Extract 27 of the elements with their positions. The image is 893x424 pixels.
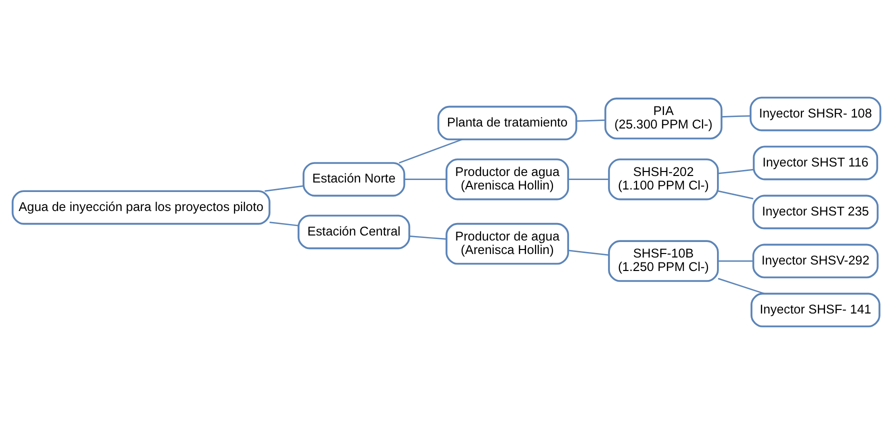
- node-box: Planta de tratamiento: [437, 106, 578, 140]
- connector: [270, 222, 298, 226]
- node-box: Inyector SHSF- 141: [750, 292, 880, 328]
- connector: [264, 185, 304, 192]
- node-box: Productor de agua (Arenisca Hollin): [446, 222, 570, 265]
- connector: [718, 168, 754, 174]
- connector: [410, 236, 446, 240]
- node-box: Inyector SHST 116: [752, 146, 878, 180]
- node-box: Productor de agua (Arenisca Hollin): [446, 158, 570, 200]
- node-box: Estación Central: [298, 214, 410, 250]
- connector: [718, 278, 765, 294]
- connector: [568, 250, 609, 256]
- node-box: Inyector SHSR- 108: [750, 96, 882, 132]
- connector: [576, 120, 606, 122]
- connector: [722, 115, 750, 118]
- connector: [404, 178, 446, 180]
- node-box: Estación Norte: [302, 162, 406, 197]
- node-box: PIA (25.300 PPM Cl-): [604, 98, 722, 140]
- node-box: SHSH-202 (1.100 PPM Cl-): [608, 158, 719, 200]
- connector: [718, 260, 754, 262]
- connector: [718, 190, 754, 200]
- node-box: Inyector SHST 235: [752, 194, 879, 230]
- connector: [568, 178, 609, 180]
- connector: [398, 138, 463, 164]
- node-box: SHSF-10B (1.250 PPM Cl-): [608, 240, 719, 282]
- node-box: Inyector SHSV-292: [752, 244, 879, 278]
- node-box: Agua de inyección para los proyectos piloto: [12, 190, 270, 225]
